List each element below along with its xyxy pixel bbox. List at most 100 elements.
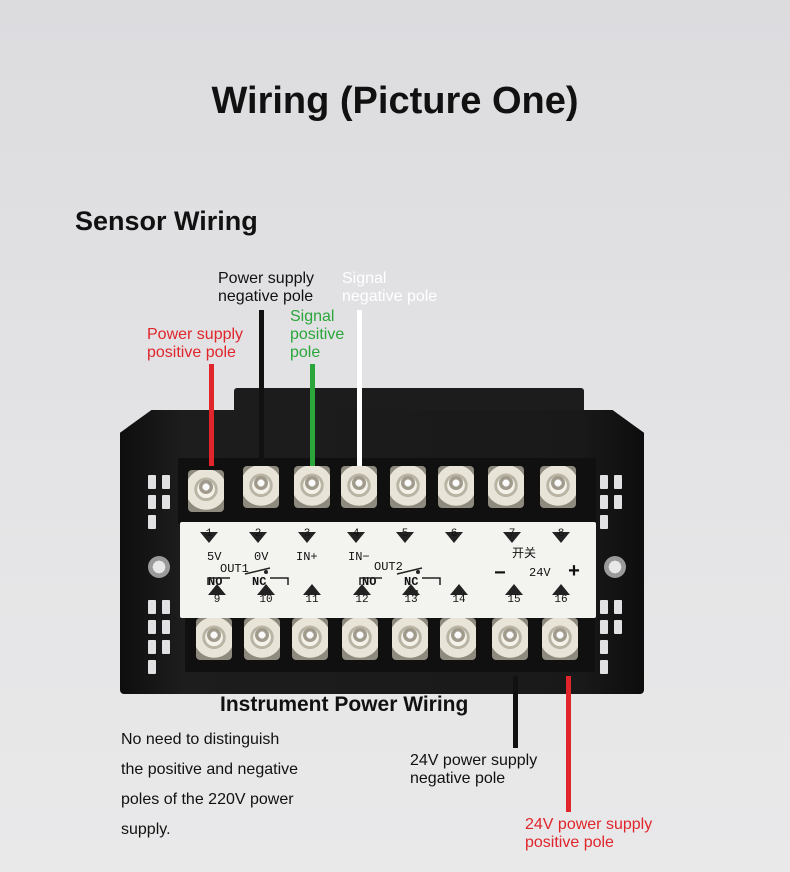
wire-white-sensor bbox=[357, 310, 362, 466]
mark-in-minus: IN− bbox=[348, 550, 370, 564]
power-negative-label: Power supply negative pole bbox=[218, 270, 315, 305]
vent bbox=[162, 600, 170, 614]
vent bbox=[162, 475, 170, 489]
vent bbox=[148, 660, 156, 674]
pin-marker bbox=[505, 584, 523, 595]
pin-number-5: 5 bbox=[401, 528, 409, 540]
pin-marker bbox=[450, 584, 468, 595]
terminal-6 bbox=[438, 466, 474, 508]
mark-plus: + bbox=[568, 561, 581, 584]
vent bbox=[614, 495, 622, 509]
pin-marker bbox=[353, 584, 371, 595]
signal-positive-label: Signal positive pole bbox=[290, 308, 345, 361]
pin-marker bbox=[257, 584, 275, 595]
pin-number-8: 8 bbox=[557, 528, 565, 540]
terminal-1 bbox=[188, 470, 224, 512]
supply-positive-label: 24V power supply positive pole bbox=[525, 816, 653, 851]
pin-number-10: 10 bbox=[259, 594, 273, 606]
wire-black-power bbox=[513, 676, 518, 748]
vent bbox=[148, 495, 156, 509]
pin-number-16: 16 bbox=[554, 594, 568, 606]
wire-red-sensor bbox=[209, 364, 214, 466]
pin-number-13: 13 bbox=[404, 594, 418, 606]
vent bbox=[614, 620, 622, 634]
pin-number-11: 11 bbox=[305, 594, 319, 606]
terminal-16 bbox=[542, 618, 578, 660]
mounting-screw-left bbox=[148, 556, 170, 578]
pin-marker bbox=[552, 584, 570, 595]
pin-marker bbox=[298, 532, 316, 543]
terminal-10 bbox=[244, 618, 280, 660]
wire-black-sensor bbox=[259, 310, 264, 466]
mark-minus: − bbox=[494, 563, 507, 586]
terminal-3 bbox=[294, 466, 330, 508]
vent bbox=[162, 495, 170, 509]
vent bbox=[148, 600, 156, 614]
mark-in-plus: IN+ bbox=[296, 550, 318, 564]
mark-24v: 24V bbox=[529, 566, 551, 580]
terminal-7 bbox=[488, 466, 524, 508]
pin-number-7: 7 bbox=[508, 528, 516, 540]
pin-number-9: 9 bbox=[213, 594, 221, 606]
pin-marker bbox=[347, 532, 365, 543]
vent bbox=[162, 620, 170, 634]
vent bbox=[600, 640, 608, 654]
mark-switch: 开关 bbox=[512, 547, 537, 561]
mark-5v: 5V bbox=[207, 550, 222, 564]
vent bbox=[614, 600, 622, 614]
pin-marker bbox=[552, 532, 570, 543]
wire-red-power bbox=[566, 676, 571, 812]
pin-number-2: 2 bbox=[254, 528, 262, 540]
mounting-screw-right bbox=[604, 556, 626, 578]
vent bbox=[600, 475, 608, 489]
wire-green-sensor bbox=[310, 364, 315, 466]
vent bbox=[148, 475, 156, 489]
vent bbox=[614, 475, 622, 489]
pin-marker bbox=[200, 532, 218, 543]
instrument-power-heading: Instrument Power Wiring bbox=[220, 693, 469, 716]
vent bbox=[162, 640, 170, 654]
pin-number-12: 12 bbox=[355, 594, 369, 606]
vent bbox=[600, 495, 608, 509]
pin-number-1: 1 bbox=[205, 528, 213, 540]
pin-number-15: 15 bbox=[507, 594, 521, 606]
terminal-5 bbox=[390, 466, 426, 508]
pin-number-6: 6 bbox=[450, 528, 458, 540]
mark-0v: 0V bbox=[254, 550, 269, 564]
power-positive-label: Power supply positive pole bbox=[147, 326, 244, 361]
terminal-2 bbox=[243, 466, 279, 508]
sensor-wiring-heading: Sensor Wiring bbox=[75, 206, 258, 236]
terminal-11 bbox=[292, 618, 328, 660]
vent bbox=[600, 620, 608, 634]
vent bbox=[148, 640, 156, 654]
vent bbox=[148, 620, 156, 634]
vent bbox=[600, 600, 608, 614]
pin-marker bbox=[402, 584, 420, 595]
pin-number-4: 4 bbox=[352, 528, 360, 540]
pin-marker bbox=[303, 584, 321, 595]
pin-number-14: 14 bbox=[452, 594, 466, 606]
mark-out1: OUT1 bbox=[220, 562, 249, 576]
pin-marker bbox=[503, 532, 521, 543]
top-terminal-block bbox=[178, 458, 596, 524]
vent bbox=[600, 660, 608, 674]
terminal-12 bbox=[342, 618, 378, 660]
vent bbox=[148, 515, 156, 529]
vent bbox=[600, 515, 608, 529]
relay-contact-diagram bbox=[207, 567, 441, 596]
signal-negative-label: Signal negative pole bbox=[342, 270, 438, 305]
terminal-8 bbox=[540, 466, 576, 508]
supply-negative-label: 24V power supply negative pole bbox=[410, 752, 538, 787]
terminal-13 bbox=[392, 618, 428, 660]
pin-marker bbox=[396, 532, 414, 543]
pin-marker bbox=[208, 584, 226, 595]
page-title: Wiring (Picture One) bbox=[211, 80, 579, 122]
pin-marker bbox=[445, 532, 463, 543]
terminal-14 bbox=[440, 618, 476, 660]
terminal-9 bbox=[196, 618, 232, 660]
pin-marker bbox=[249, 532, 267, 543]
terminal-15 bbox=[492, 618, 528, 660]
mark-out2: OUT2 bbox=[374, 560, 403, 574]
terminal-4 bbox=[341, 466, 377, 508]
note-220v: No need to distinguish the positive and … bbox=[121, 731, 299, 838]
